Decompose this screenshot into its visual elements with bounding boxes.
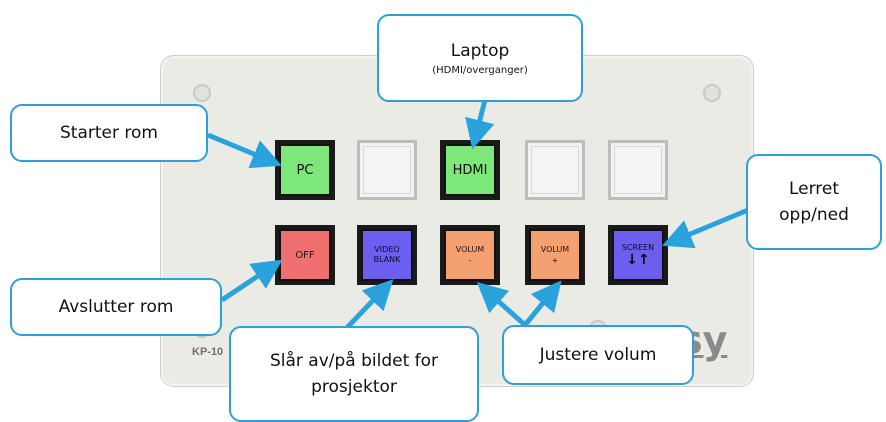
callout-laptop-sub: (HDMI/overganger): [432, 65, 528, 76]
arrow-laptop: [465, 99, 495, 150]
video-blank-button[interactable]: VIDEO BLANK: [357, 225, 417, 285]
model-label: KP-10: [192, 346, 224, 358]
callout-screen-line2: opp/ned: [779, 205, 849, 225]
callout-volume-text: Justere volum: [539, 345, 657, 365]
arrow-end: [220, 259, 283, 303]
arrow-start: [207, 132, 282, 169]
volume-up-sign: +: [551, 256, 559, 265]
arrow-vol-down: [476, 282, 527, 327]
video-blank-label-2: BLANK: [373, 255, 401, 264]
off-button-label: OFF: [281, 231, 329, 279]
pc-button-label: PC: [281, 146, 329, 194]
blank-button-2[interactable]: [525, 140, 585, 200]
blank-button-1[interactable]: [357, 140, 417, 200]
volume-up-button[interactable]: VOLUM +: [525, 225, 585, 285]
callout-blank-line1: Slår av/på bildet for: [269, 351, 439, 371]
down-up-arrows-icon: ↓↑: [626, 251, 650, 268]
callout-screen-line1: Lerret: [788, 179, 840, 199]
arrow-vol-up: [523, 280, 562, 327]
callout-end-text: Avslutter rom: [58, 297, 174, 317]
callout-end: Avslutter rom: [10, 278, 222, 336]
off-button[interactable]: OFF: [275, 225, 335, 285]
pc-button[interactable]: PC: [275, 140, 335, 200]
callout-volume: Justere volum: [502, 325, 694, 385]
callout-screen: Lerret opp/ned: [746, 154, 882, 250]
volume-down-button[interactable]: VOLUM -: [440, 225, 500, 285]
callout-laptop: Laptop (HDMI/overganger): [377, 14, 583, 102]
mount-hole: [193, 84, 211, 102]
volume-up-label: VOLUM: [540, 245, 570, 254]
volume-down-sign: -: [468, 256, 472, 265]
callout-laptop-title: Laptop: [450, 41, 510, 61]
screen-button-label: SCREEN: [621, 242, 655, 252]
volume-down-label: VOLUM: [455, 245, 485, 254]
screen-button[interactable]: SCREEN ↓↑: [608, 225, 668, 285]
callout-start: Starter rom: [10, 104, 208, 162]
hdmi-button-label: HDMI: [446, 146, 494, 194]
callout-video-blank: Slår av/på bildet for prosjektor: [229, 326, 479, 422]
arrow-screen: [662, 207, 749, 249]
hdmi-button[interactable]: HDMI: [440, 140, 500, 200]
mount-hole: [703, 84, 721, 102]
callout-start-text: Starter rom: [60, 123, 158, 143]
video-blank-label-1: VIDEO: [374, 245, 400, 254]
blank-button-3[interactable]: [608, 140, 668, 200]
callout-blank-line2: prosjektor: [311, 377, 397, 397]
